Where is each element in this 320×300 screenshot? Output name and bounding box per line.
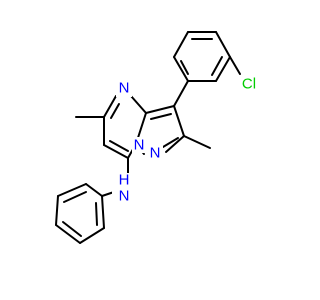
atom-label-nh-h: H bbox=[119, 172, 130, 189]
molecule-structure: Cl N N N H N bbox=[55, 31, 262, 244]
bond bbox=[55, 224, 81, 244]
bond bbox=[165, 135, 185, 153]
atom-labels-group: Cl N N N H N bbox=[112, 75, 262, 205]
bond bbox=[110, 103, 120, 119]
atom-cl: Cl bbox=[236, 75, 262, 93]
atom-n-pyrazole: N bbox=[147, 144, 163, 162]
bonds-group bbox=[55, 31, 241, 244]
bond bbox=[130, 95, 147, 114]
bond bbox=[215, 31, 231, 58]
bond bbox=[211, 56, 223, 76]
bond bbox=[180, 60, 189, 75]
bond bbox=[162, 137, 179, 148]
atom-label-bg bbox=[116, 79, 132, 97]
bond bbox=[103, 95, 117, 118]
atom-label-cl: Cl bbox=[242, 76, 256, 93]
atom-label-bg bbox=[147, 144, 163, 162]
bond bbox=[173, 31, 189, 58]
atom-label-n-pyrazole: N bbox=[150, 145, 161, 162]
bond bbox=[173, 105, 185, 137]
atom-label-n-pyrimidine: N bbox=[119, 80, 130, 97]
bond bbox=[85, 183, 103, 197]
atom-label-bg bbox=[236, 75, 262, 93]
bond bbox=[63, 191, 87, 203]
bond bbox=[55, 195, 59, 226]
bond bbox=[103, 144, 129, 159]
atom-label-n-bridge: N bbox=[134, 137, 145, 154]
atom-n-pyrimidine: N bbox=[116, 79, 132, 97]
bond bbox=[173, 80, 189, 107]
atom-label-nh-n: N bbox=[119, 188, 130, 205]
bond bbox=[109, 140, 129, 152]
atom-label-bg bbox=[132, 137, 146, 153]
bond bbox=[173, 56, 189, 82]
bond bbox=[183, 135, 211, 149]
bond bbox=[215, 56, 231, 82]
bond bbox=[145, 105, 175, 114]
atom-label-bg bbox=[112, 173, 138, 205]
bond bbox=[95, 202, 98, 226]
atom-nh-amine: H N bbox=[112, 172, 138, 205]
bond bbox=[57, 183, 87, 197]
bond bbox=[150, 113, 172, 120]
bond bbox=[62, 221, 82, 237]
bond bbox=[229, 56, 241, 75]
bond bbox=[101, 195, 105, 229]
bond bbox=[79, 227, 105, 244]
atom-n-bridge: N bbox=[132, 137, 146, 154]
